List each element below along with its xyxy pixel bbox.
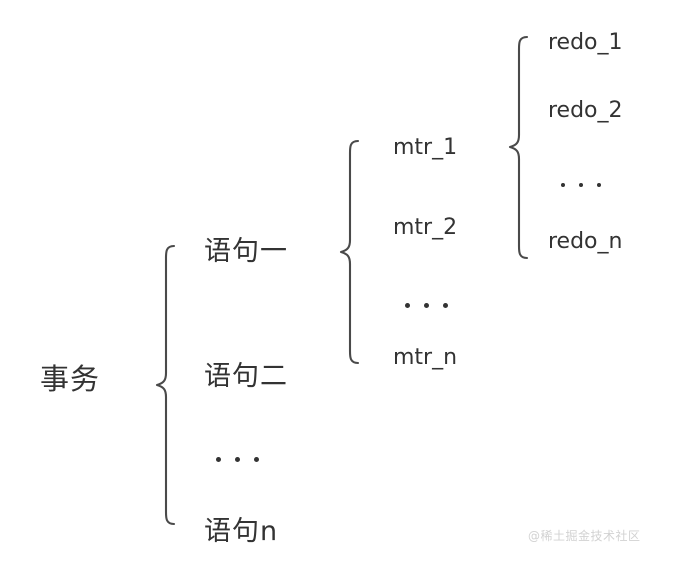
brace-transaction-to-statements: [152, 244, 178, 526]
watermark-label: @稀土掘金技术社区: [528, 529, 641, 543]
node-mtr-n: mtr_n: [393, 345, 458, 370]
brace-statement-to-mtr: [336, 139, 362, 365]
brace-mtr-to-redo: [505, 35, 531, 260]
node-redo-2: redo_2: [548, 98, 623, 123]
redo-ellipsis-dots: [561, 183, 601, 187]
statements-ellipsis-dots: [216, 457, 259, 462]
node-redo-n: redo_n: [548, 229, 623, 254]
node-statement-n: 语句n: [204, 516, 279, 547]
node-mtr-2: mtr_2: [393, 215, 458, 240]
node-transaction-root: 事务: [40, 362, 101, 396]
mtr-ellipsis-dots: [405, 303, 448, 308]
node-statement-1: 语句一: [204, 236, 288, 267]
node-statement-2: 语句二: [204, 361, 288, 392]
node-redo-1: redo_1: [548, 30, 623, 55]
node-mtr-1: mtr_1: [393, 135, 458, 160]
